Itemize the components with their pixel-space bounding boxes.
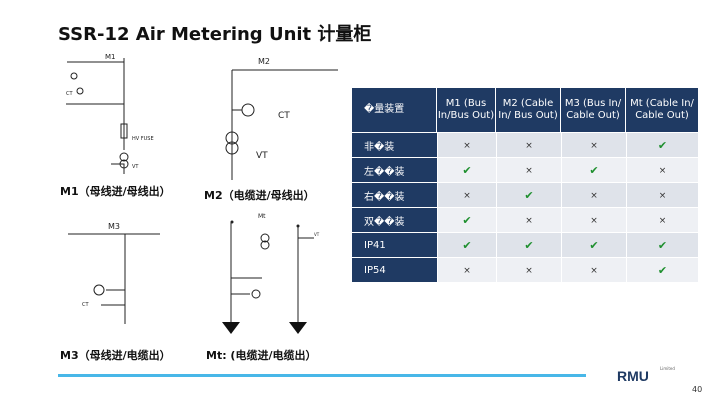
table-corner: �量装置 xyxy=(352,88,437,132)
table-row: 左��装 ✔ × ✔ × xyxy=(352,157,698,182)
cross-icon: × xyxy=(658,215,667,226)
cross-icon: × xyxy=(590,140,598,151)
diagram-m1-ct: CT xyxy=(66,91,73,97)
table-header-row: �量装置 M1 (Bus In/Bus Out) M2 (Cable In/ B… xyxy=(352,88,698,132)
table-col-header: Mt (Cable In/ Cable Out) xyxy=(626,88,698,132)
caption-m3: M3（母线进/电缆出） xyxy=(60,349,171,362)
cable-terminal-icon xyxy=(289,322,307,334)
caption-m2: M2（电缆进/母线出） xyxy=(204,189,315,202)
check-icon: ✔ xyxy=(589,238,599,252)
diagram-m3: M3 CT xyxy=(68,222,160,324)
page-title: SSR-12 Air Metering Unit 计量柜 xyxy=(58,24,372,45)
diagram-m1-label: M1 xyxy=(105,53,116,61)
cross-icon: × xyxy=(658,190,667,201)
rmu-logo-sub: Limited xyxy=(660,366,675,371)
check-icon: ✔ xyxy=(657,138,668,152)
diagram-m1-fuse: HV FUSE xyxy=(132,136,154,142)
terminal-dot-icon xyxy=(230,220,234,224)
rmu-logo: RMU xyxy=(617,368,649,384)
diagram-m2-label: M2 xyxy=(258,57,270,66)
caption-m1: M1（母线进/母线出） xyxy=(60,185,171,198)
metering-table: �量装置 M1 (Bus In/Bus Out) M2 (Cable In/ B… xyxy=(352,88,698,282)
terminal-dot-icon xyxy=(296,224,300,228)
cross-icon: × xyxy=(525,165,533,176)
check-icon: ✔ xyxy=(657,263,668,277)
table-row-label: 非�装 xyxy=(352,132,437,157)
check-icon: ✔ xyxy=(524,188,534,202)
cross-icon: × xyxy=(463,190,471,201)
diagram-m3-label: M3 xyxy=(108,222,120,231)
check-icon: ✔ xyxy=(589,163,599,177)
diagram-m1-vt: VT xyxy=(132,164,139,170)
diagram-mt: Mt VT xyxy=(230,213,320,322)
table-row-label: 左��装 xyxy=(352,157,437,182)
check-icon: ✔ xyxy=(462,213,472,227)
check-icon: ✔ xyxy=(462,163,472,177)
cross-icon: × xyxy=(658,165,667,176)
table-row-label: 右��装 xyxy=(352,182,437,207)
cable-terminal-icon xyxy=(222,322,240,334)
table-row-label: IP41 xyxy=(352,232,437,257)
page-number: 40 xyxy=(692,385,703,394)
caption-mt: Mt: (电缆进/电缆出） xyxy=(206,349,317,362)
table-row: 非�装 × × × ✔ xyxy=(352,132,698,157)
diagram-m2-vt: VT xyxy=(256,151,268,161)
diagram-m2: M2 CT VT xyxy=(225,57,338,180)
table-col-header: M1 (Bus In/Bus Out) xyxy=(437,88,496,132)
cross-icon: × xyxy=(525,140,533,151)
cross-icon: × xyxy=(463,265,471,276)
check-icon: ✔ xyxy=(462,238,472,252)
table-row: 右��装 × ✔ × × xyxy=(352,182,698,207)
table-row: 双��装 ✔ × × × xyxy=(352,207,698,232)
table-row: IP54 × × × ✔ xyxy=(352,257,698,282)
cross-icon: × xyxy=(463,140,471,151)
table-row-label: IP54 xyxy=(352,257,437,282)
check-icon: ✔ xyxy=(524,238,534,252)
table-col-header: M2 (Cable In/ Bus Out) xyxy=(496,88,561,132)
cross-icon: × xyxy=(525,215,533,226)
cross-icon: × xyxy=(590,265,598,276)
diagram-m1: M1 CT HV FUSE VT xyxy=(66,53,154,174)
table-col-header: M3 (Bus In/ Cable Out) xyxy=(561,88,626,132)
check-icon: ✔ xyxy=(657,238,668,252)
diagram-mt-vt: VT xyxy=(314,232,320,237)
cross-icon: × xyxy=(525,265,533,276)
diagram-m3-ct: CT xyxy=(82,302,89,308)
diagram-m2-ct: CT xyxy=(278,111,290,121)
table-row-label: 双��装 xyxy=(352,207,437,232)
accent-bar xyxy=(58,374,586,377)
table-row: IP41 ✔ ✔ ✔ ✔ xyxy=(352,232,698,257)
cross-icon: × xyxy=(590,215,598,226)
diagram-mt-label: Mt xyxy=(258,213,266,220)
cross-icon: × xyxy=(590,190,598,201)
